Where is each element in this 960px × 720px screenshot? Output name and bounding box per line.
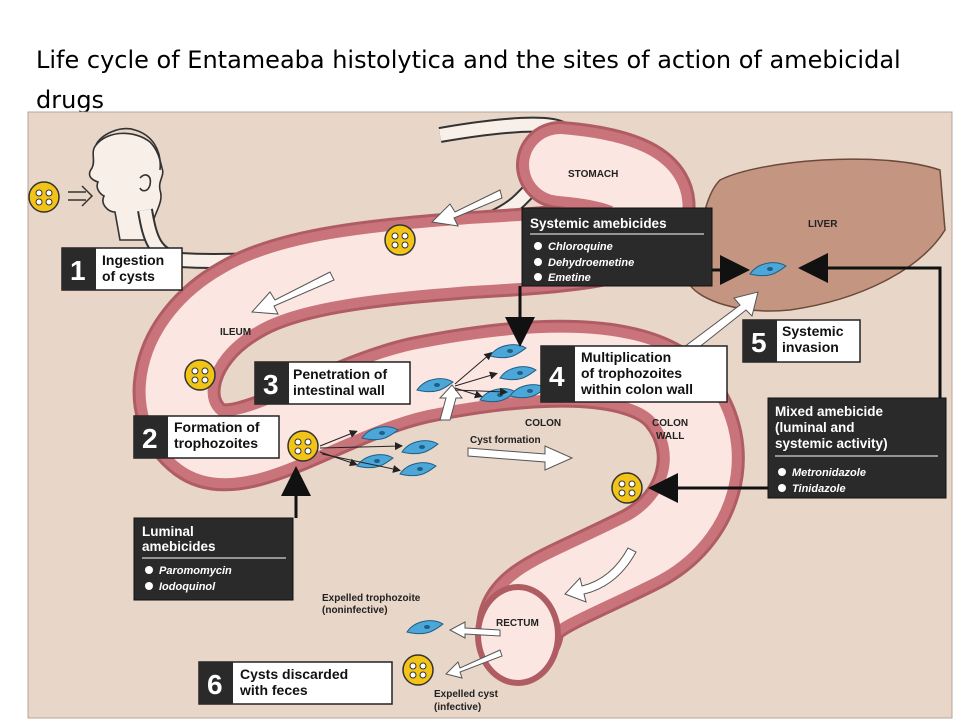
ingest-arrow <box>68 185 94 207</box>
drug-name: Dehydroemetine <box>548 257 634 269</box>
step-number: 6 <box>207 669 223 700</box>
label-expelled-cyst: Expelled cyst <box>434 689 499 700</box>
drug-action-arrows <box>281 253 942 518</box>
label-cyst-formation: Cyst formation <box>470 435 541 446</box>
step-label: within colon wall <box>580 381 693 397</box>
label-colon-wall: WALL <box>656 431 684 442</box>
step-label: Cysts discarded <box>240 666 348 682</box>
step-label: with feces <box>239 682 308 698</box>
step-5-box: 5 Systemic invasion <box>742 319 861 363</box>
step-label: Formation of <box>174 419 260 435</box>
cyst-ileum <box>184 359 216 391</box>
cyst-colon <box>611 472 643 504</box>
label-colon-wall: COLON <box>652 418 688 429</box>
drug-box-header: amebicides <box>142 539 216 554</box>
cyst-stomach <box>384 224 416 256</box>
drug-name: Chloroquine <box>548 241 613 253</box>
step-6-box: 6 Cysts discarded with feces <box>198 661 393 705</box>
step-number: 1 <box>70 255 86 286</box>
drug-name: Paromomycin <box>159 565 232 577</box>
cyst-ingested <box>28 181 60 213</box>
step-label: Penetration of <box>293 366 387 382</box>
cyst-excysting <box>287 430 319 462</box>
mixed-amebicide-box: Mixed amebicide (luminal and systemic ac… <box>767 397 947 499</box>
label-expelled-cyst: (infective) <box>434 702 481 713</box>
drug-box-header: Mixed amebicide <box>775 404 884 419</box>
step-4-box: 4 Multiplication of trophozoites within … <box>540 345 728 403</box>
label-expelled-trophozoite: Expelled trophozoite <box>322 593 421 604</box>
systemic-amebicides-box: Systemic amebicides Chloroquine Dehydroe… <box>521 207 713 287</box>
step-label: Ingestion <box>102 252 164 268</box>
drug-box-header: Luminal <box>142 524 194 539</box>
slide-title: Life cycle of Entameaba histolytica and … <box>36 46 901 114</box>
step-number: 5 <box>751 327 767 358</box>
drug-name: Metronidazole <box>792 467 866 479</box>
step-number: 4 <box>549 361 565 392</box>
drug-box-header: systemic activity) <box>775 436 888 451</box>
label-expelled-trophozoite: (noninfective) <box>322 605 388 616</box>
step-label: trophozoites <box>174 435 258 451</box>
drug-name: Tinidazole <box>792 483 846 495</box>
luminal-amebicides-box: Luminal amebicides Paromomycin Iodoquino… <box>133 517 294 601</box>
drug-box-header: Systemic amebicides <box>530 216 667 231</box>
step-label: Multiplication <box>581 349 671 365</box>
flow-arrows <box>250 189 759 603</box>
step-2-box: 2 Formation of trophozoites <box>133 415 280 459</box>
drug-name: Iodoquinol <box>159 581 216 593</box>
step-label: Systemic <box>782 323 844 339</box>
label-ileum: ILEUM <box>220 327 251 338</box>
label-colon: COLON <box>525 418 561 429</box>
step-label: invasion <box>782 339 839 355</box>
label-stomach: STOMACH <box>568 169 618 180</box>
step-number: 3 <box>263 369 279 400</box>
step-number: 2 <box>142 423 158 454</box>
drug-name: Emetine <box>548 272 591 284</box>
label-liver: LIVER <box>808 219 838 230</box>
step-label: intestinal wall <box>293 382 385 398</box>
dispersal-arrows <box>319 352 508 473</box>
step-1-box: 1 Ingestion of cysts <box>61 247 183 291</box>
drug-box-header: (luminal and <box>775 420 855 435</box>
label-rectum: RECTUM <box>496 618 539 629</box>
cyst-expelled <box>402 654 434 686</box>
step-label: of cysts <box>102 268 155 284</box>
expel-arrows <box>445 621 503 679</box>
step-3-box: 3 Penetration of intestinal wall <box>254 361 411 405</box>
step-label: of trophozoites <box>581 365 682 381</box>
